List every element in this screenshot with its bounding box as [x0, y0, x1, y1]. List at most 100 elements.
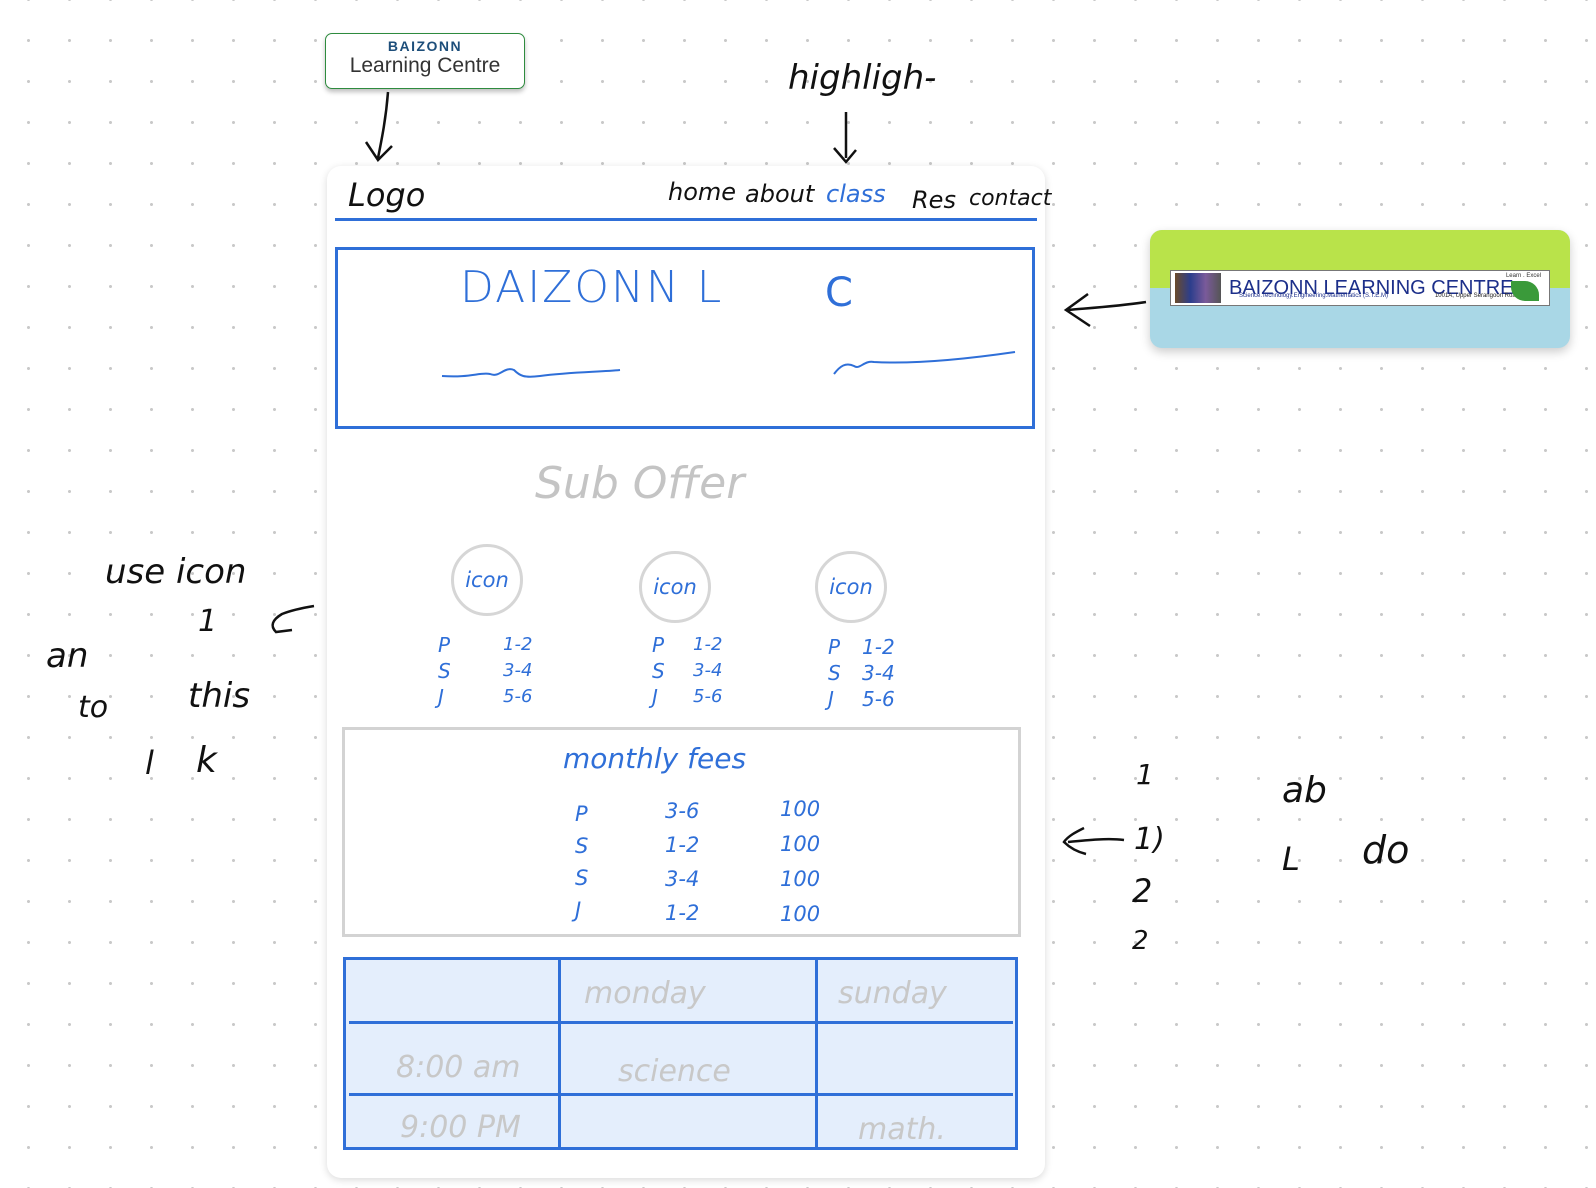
offer-1-ranges: 1-2 3-4 5-6 [503, 632, 532, 710]
right-note-num-2: 1) [1134, 822, 1165, 857]
fees-title: monthly fees [563, 742, 747, 775]
hero-squiggle-right [833, 351, 1016, 375]
banner-strip: BAIZONN LEARNING CENTRE Science.Technolo… [1170, 270, 1550, 306]
banner-stem-icons [1175, 273, 1221, 303]
right-note-num-1: 1 [1136, 758, 1154, 791]
fees-range: 3-4 [665, 867, 700, 891]
nav-contact[interactable]: contact [969, 186, 1052, 211]
banner-tagline: Learn . Excel [1505, 273, 1541, 279]
offer-icon-2: icon [639, 551, 711, 623]
fees-amount: 100 [780, 832, 821, 856]
offer-2-level: J [652, 685, 658, 709]
left-note-an: an [46, 636, 89, 676]
schedule-time-2: 9:00 PM [400, 1110, 521, 1145]
nav-about[interactable]: about [745, 180, 815, 208]
schedule-row-divider [349, 1021, 1013, 1024]
banner-image-card: BAIZONN LEARNING CENTRE Science.Technolo… [1150, 230, 1570, 348]
offer-icon-1-label: icon [465, 568, 509, 592]
nav-res[interactable]: Res [912, 186, 956, 214]
fees-range: 3-6 [665, 799, 700, 823]
monthly-fees-box [342, 727, 1021, 937]
offer-icon-1: icon [451, 544, 523, 616]
offer-icon-3: icon [815, 551, 887, 623]
right-note-num-3: 2 [1132, 872, 1153, 910]
hero-banner [335, 247, 1035, 429]
left-note-l: l [145, 744, 154, 782]
banner-address: 1001A, Upper Serangoon Road [1434, 293, 1519, 299]
offer-3-level: S [828, 661, 841, 685]
offer-2-level: S [652, 659, 665, 683]
class-down-arrow [833, 112, 857, 164]
right-note-num-4: 2 [1132, 926, 1149, 956]
hero-squiggle-left [441, 368, 621, 378]
offer-1-range: 3-4 [503, 660, 533, 681]
left-note-this: this [188, 676, 251, 716]
banner-left-arrow [1063, 292, 1147, 328]
right-note-l: L [1282, 840, 1300, 878]
offer-3-level: P [828, 635, 841, 659]
right-note-ab: ab [1282, 770, 1327, 811]
nav-home[interactable]: home [668, 178, 737, 206]
offer-icon-3-label: icon [829, 575, 873, 599]
logo-subtitle: Learning Centre [349, 54, 501, 77]
left-note-one: 1 [198, 604, 218, 639]
hero-title: DAIZONN L [460, 262, 724, 313]
offer-3-range: 5-6 [862, 687, 895, 711]
logo-brand: BAIZONN [387, 38, 463, 54]
schedule-time-1: 8:00 am [396, 1050, 521, 1085]
fees-amount: 100 [780, 902, 821, 926]
fees-level: J [575, 898, 582, 922]
offer-1-range: 5-6 [503, 686, 533, 707]
leaf-icon [1511, 281, 1539, 301]
left-note-k: k [196, 740, 217, 781]
schedule-col-divider [815, 960, 818, 1147]
schedule-header-monday: monday [584, 976, 706, 1011]
offer-1-level: P [438, 633, 451, 657]
schedule-row-divider [349, 1093, 1013, 1096]
nav-underline [335, 218, 1037, 221]
schedule-cell-science: science [618, 1054, 731, 1089]
hero-title-c: C [825, 270, 853, 316]
offer-2-ranges: 1-2 3-4 5-6 [693, 632, 722, 710]
offer-2-level: P [652, 633, 665, 657]
fees-amount: 100 [780, 867, 821, 891]
schedule-header-sunday: sunday [838, 976, 947, 1011]
banner-small-text: Science.Technology.Engineering.Mathemati… [1239, 293, 1388, 299]
offer-1-level: J [438, 685, 444, 709]
offer-2-levels: P S J [652, 632, 665, 710]
right-note-do: do [1362, 828, 1410, 872]
logo-label: Logo [348, 176, 426, 214]
offer-1-level: S [438, 659, 451, 683]
logo-down-arrow [364, 91, 393, 162]
sub-offer-title: Sub Offer [535, 458, 745, 509]
fees-range: 1-2 [665, 833, 700, 857]
left-note-to: to [78, 690, 109, 725]
offer-2-range: 3-4 [693, 660, 723, 681]
offer-3-range: 3-4 [862, 661, 895, 685]
offer-icon-2-label: icon [653, 575, 697, 599]
offer-2-range: 5-6 [693, 686, 723, 707]
fees-amounts-col: 100 100 100 100 [780, 792, 820, 932]
fees-ranges-col: 3-6 1-2 3-4 1-2 [665, 794, 699, 930]
offer-3-level: J [828, 687, 834, 711]
fees-left-arrow [1062, 826, 1125, 856]
nav-class[interactable]: class [826, 180, 886, 208]
fees-level: P [575, 802, 588, 826]
offer-1-levels: P S J [438, 632, 451, 710]
schedule-col-divider [558, 960, 561, 1147]
fees-amount: 100 [780, 797, 821, 821]
offer-3-ranges: 1-2 3-4 5-6 [862, 634, 895, 712]
offer-2-range: 1-2 [693, 634, 723, 655]
schedule-table [343, 957, 1018, 1150]
left-note-arrow [271, 604, 315, 634]
offer-3-levels: P S J [828, 634, 841, 712]
banner-text: BAIZONN LEARNING CENTRE [1229, 277, 1514, 299]
logo-card: BAIZONN Learning Centre [325, 33, 525, 89]
highlight-note: highligh- [788, 58, 937, 98]
offer-1-range: 1-2 [503, 634, 533, 655]
fees-level: S [575, 834, 589, 858]
fees-range: 1-2 [665, 901, 700, 925]
schedule-cell-math: math. [858, 1112, 946, 1147]
fees-level: S [575, 866, 589, 890]
fees-levels-col: P S S J [575, 798, 588, 926]
